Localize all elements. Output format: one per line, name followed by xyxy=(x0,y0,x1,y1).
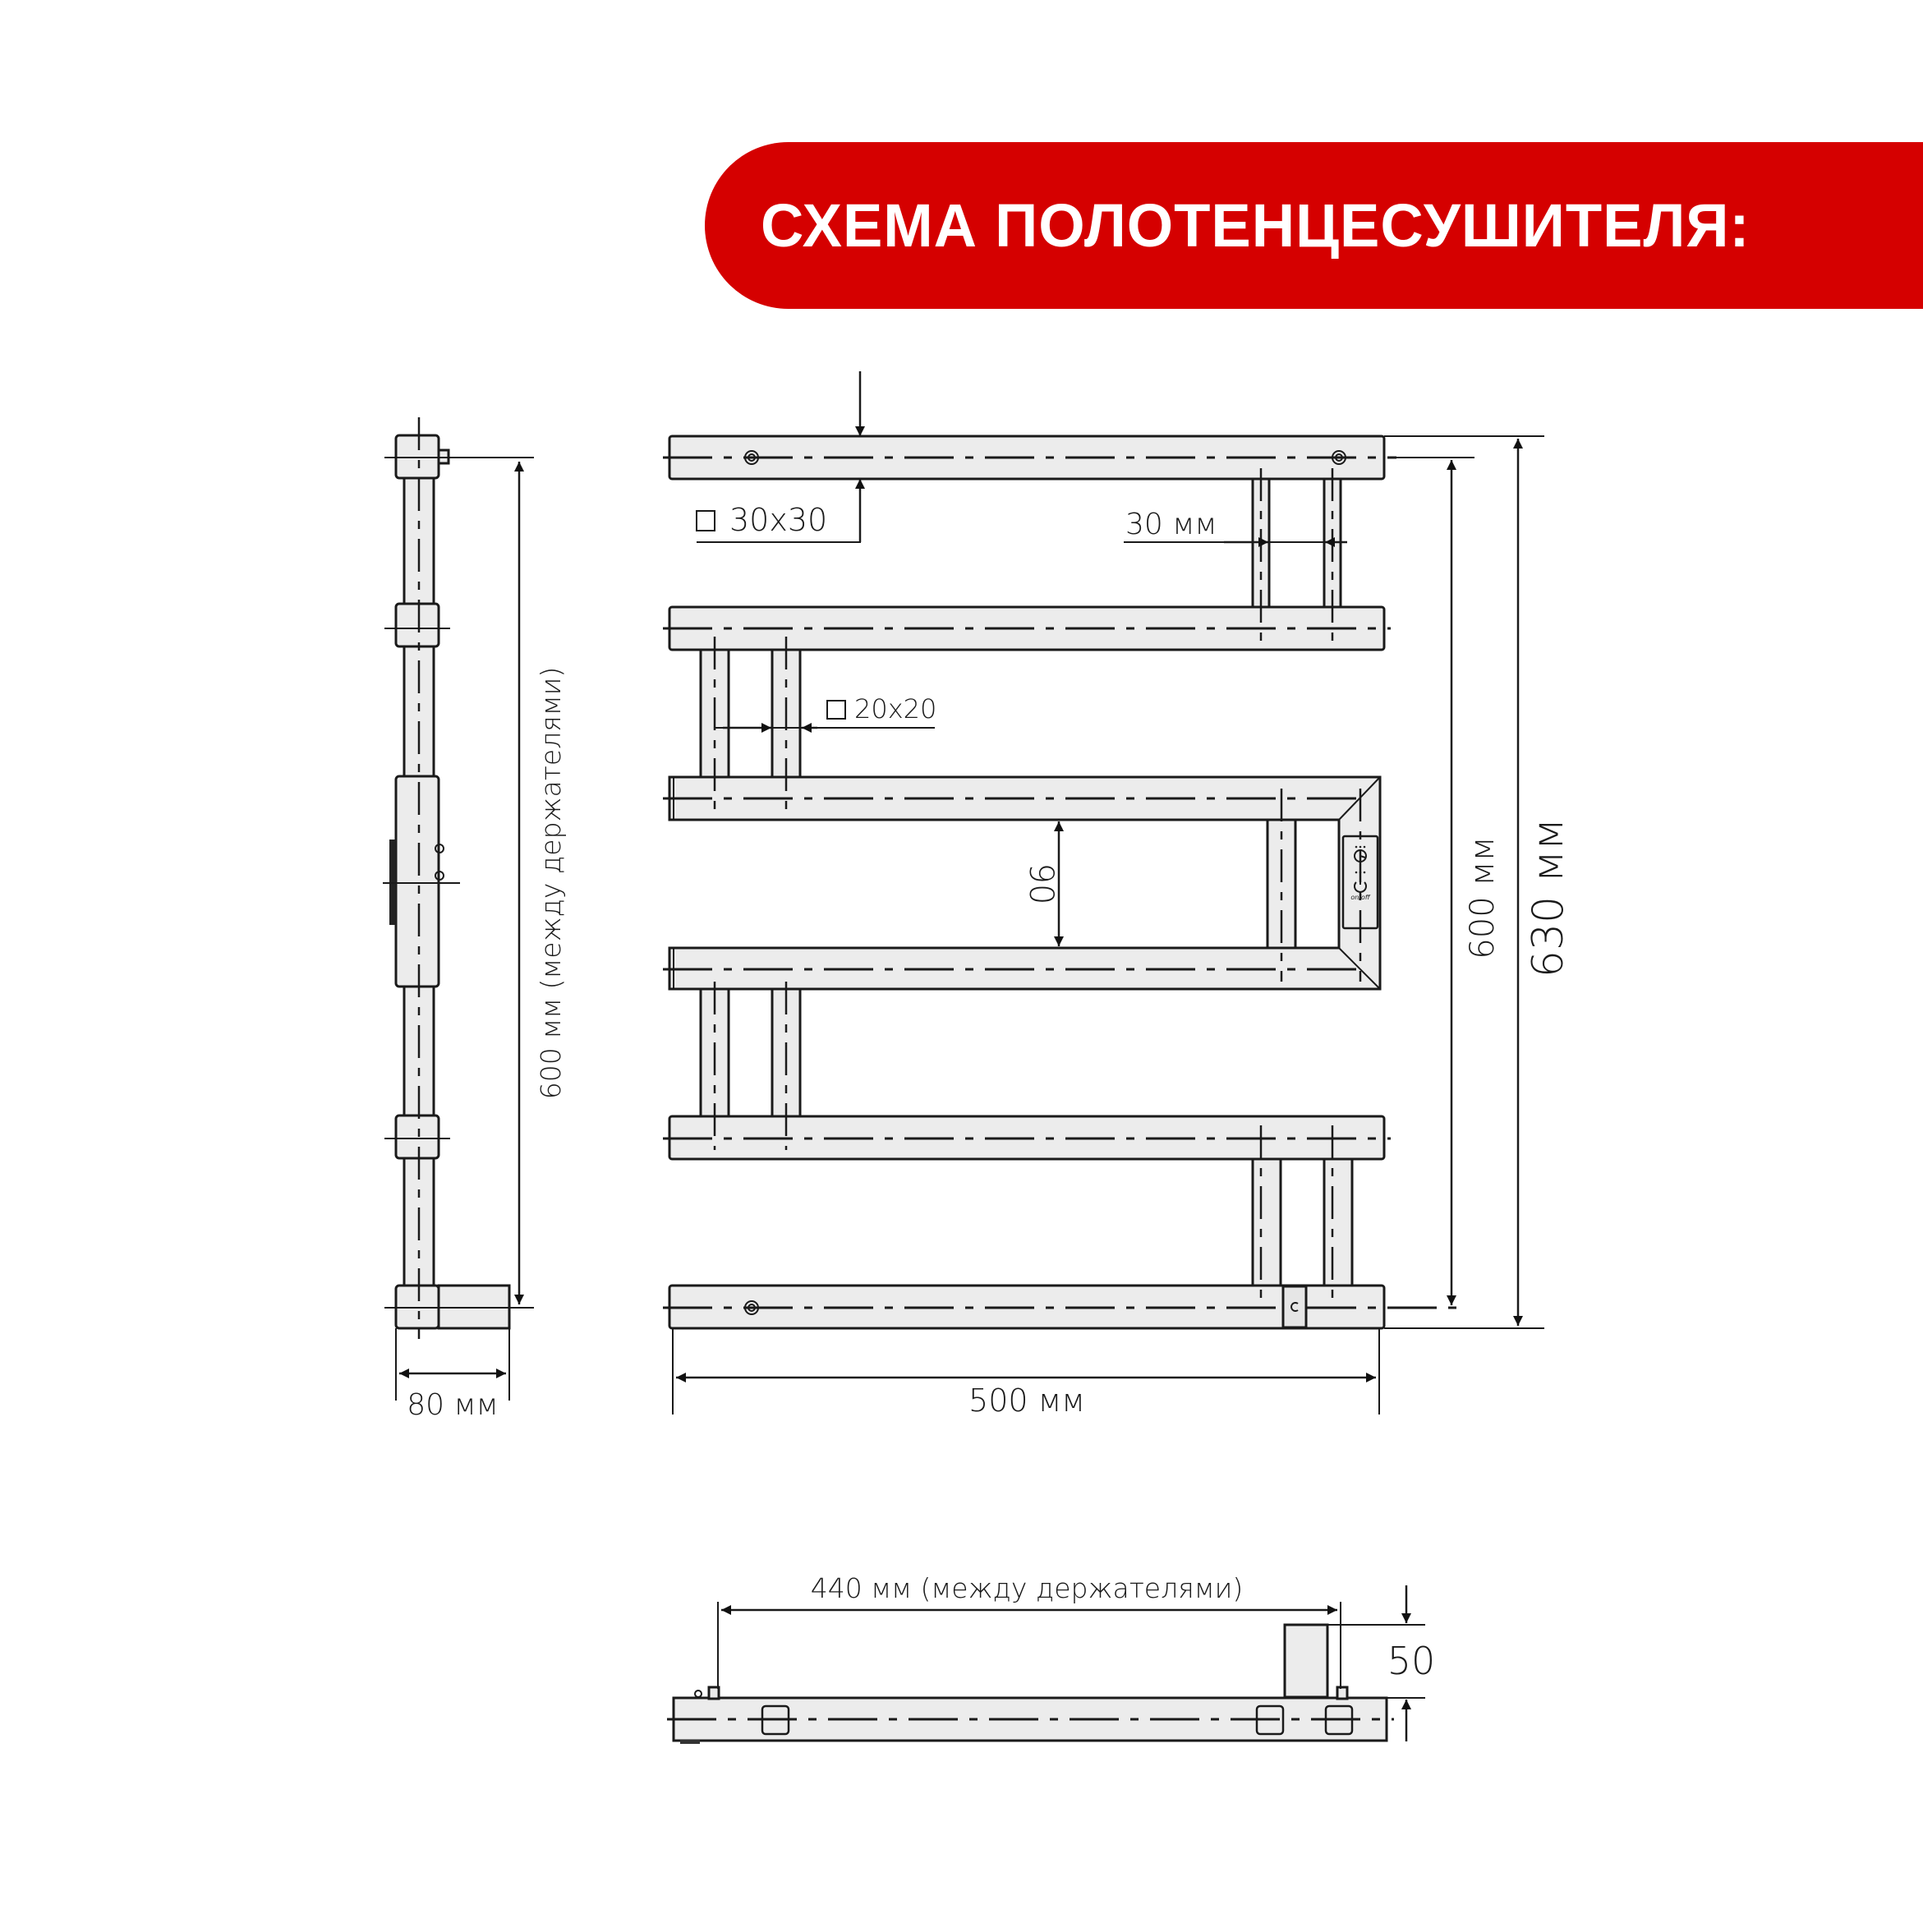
title-banner: СХЕМА ПОЛОТЕНЦЕСУШИТЕЛЯ: xyxy=(705,142,1923,309)
height-between-mounts-label: 600 мм xyxy=(1464,836,1502,959)
top-width-label: 440 мм (между держателями) xyxy=(811,1572,1244,1604)
top-view: 440 мм (между держателями) 50 xyxy=(667,1572,1435,1744)
square-profile-icon xyxy=(826,700,846,720)
vertical-profile-label: 20x20 xyxy=(854,693,936,724)
unit-height-label: 50 xyxy=(1387,1639,1436,1683)
width-label: 500 мм xyxy=(968,1382,1085,1419)
side-height-label: 600 мм (между держателями) xyxy=(535,667,567,1100)
rail-spacing-label: 90 xyxy=(1022,863,1060,905)
front-view: on/off 30x30 xyxy=(663,371,1573,1419)
total-height-label: 630 мм xyxy=(1524,818,1573,978)
mount-screw-icon xyxy=(744,450,1346,1315)
square-profile-icon xyxy=(696,510,715,531)
side-depth-label: 80 мм xyxy=(407,1388,499,1422)
tube-profile-label: 30x30 xyxy=(729,502,827,538)
heater-plug xyxy=(1281,1285,1308,1329)
crossbar-gap-label: 30 мм xyxy=(1125,508,1217,541)
side-view: 600 мм (между держателями) 80 мм xyxy=(383,417,567,1422)
banner-title: СХЕМА ПОЛОТЕНЦЕСУШИТЕЛЯ: xyxy=(761,191,1750,260)
